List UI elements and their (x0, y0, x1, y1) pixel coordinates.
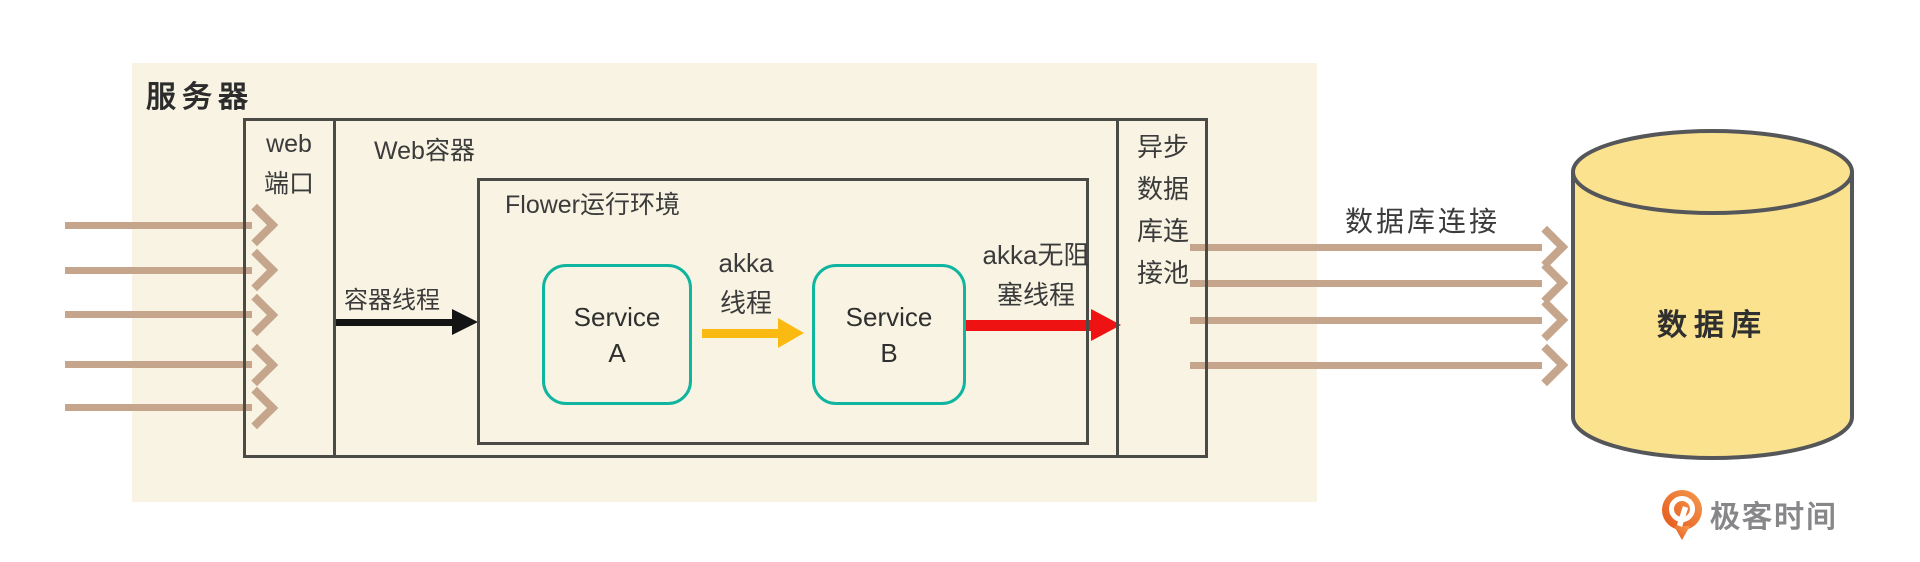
database-cylinder-icon (1571, 129, 1854, 460)
web-container-label: Web容器 (374, 137, 475, 165)
db-conn-arrow-3-head-icon (1525, 298, 1569, 342)
akka-nonblocking-line2: 塞线程 (996, 280, 1075, 310)
akka-thread-arrow-shaft (702, 329, 778, 338)
server-title: 服务器 (146, 81, 254, 114)
request-arrow-4-shaft (65, 361, 252, 368)
web-port-label: web 端口 (243, 124, 335, 204)
pool-line4: 接池 (1136, 258, 1189, 288)
service-b-line1: Service (845, 301, 933, 332)
service-b-line2: B (880, 337, 898, 368)
web-port-line1: web (266, 130, 312, 158)
request-arrow-1-shaft (65, 222, 252, 229)
akka-thread-line2: 线程 (719, 288, 772, 318)
akka-thread-line1: akka (718, 248, 774, 278)
geektime-logo-text: 极客时间 (1710, 501, 1838, 534)
async-db-pool-label: 异步 数据 库连 接池 (1119, 126, 1207, 294)
db-conn-arrow-3-shaft (1190, 317, 1542, 324)
request-arrow-5-shaft (65, 404, 252, 411)
service-b-box: Service B (812, 264, 966, 405)
web-port-divider (333, 118, 336, 458)
pool-line1: 异步 (1136, 132, 1189, 162)
container-thread-arrow-shaft (334, 319, 452, 326)
request-arrow-2-shaft (65, 267, 252, 274)
db-conn-arrow-4-shaft (1190, 362, 1542, 369)
async-pool-divider (1116, 118, 1119, 458)
server-box (243, 118, 1208, 458)
akka-thread-arrow-head-icon (778, 318, 804, 348)
database-label: 数据库 (1657, 309, 1768, 342)
service-a-line1: Service (573, 301, 661, 332)
service-a-box: Service A (542, 264, 692, 405)
pool-line3: 库连 (1136, 216, 1189, 246)
server-background-panel (132, 63, 1317, 502)
geektime-logo-icon (1662, 490, 1702, 540)
db-conn-arrow-4-head-icon (1525, 343, 1569, 387)
db-conn-arrow-1-shaft (1190, 244, 1542, 251)
flower-runtime-label: Flower运行环境 (505, 191, 681, 219)
service-a-line2: A (608, 337, 626, 368)
web-port-line2: 端口 (263, 170, 314, 198)
container-thread-arrow-head-icon (452, 309, 478, 335)
akka-thread-label: akka 线程 (698, 243, 794, 323)
flower-runtime-box (477, 178, 1089, 445)
db-conn-arrow-2-shaft (1190, 280, 1542, 287)
nonblocking-thread-arrow-shaft (965, 320, 1091, 331)
request-arrow-3-shaft (65, 311, 252, 318)
akka-nonblocking-label: akka无阻 塞线程 (962, 235, 1110, 315)
akka-nonblocking-line1: akka无阻 (982, 240, 1090, 270)
container-thread-label: 容器线程 (344, 287, 440, 314)
pool-line2: 数据 (1136, 174, 1189, 204)
db-connection-label: 数据库连接 (1345, 206, 1501, 237)
